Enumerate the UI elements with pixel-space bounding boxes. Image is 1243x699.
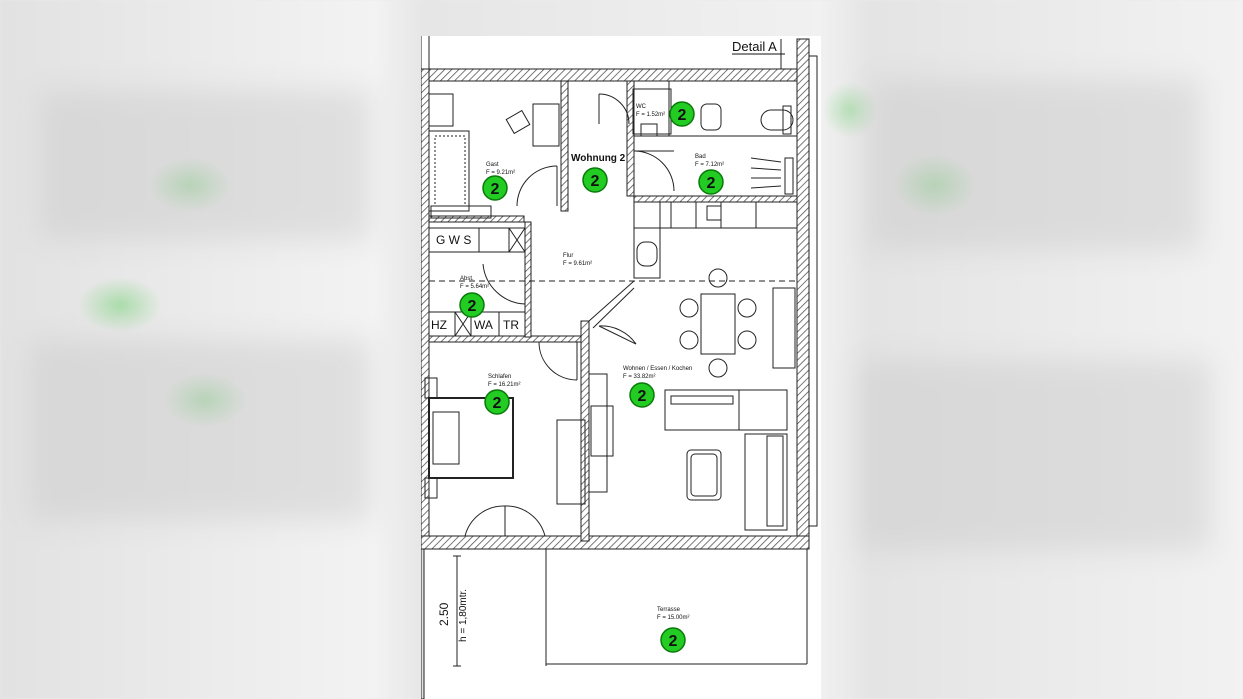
svg-text:2: 2 (638, 388, 647, 405)
marker-wohnen: 2 (629, 382, 655, 408)
utility-label-wa: WA (474, 318, 493, 332)
utility-label-gws: G W S (436, 233, 471, 247)
svg-text:2: 2 (493, 395, 502, 412)
room-area-bad: F = 7.12m² (695, 162, 724, 168)
room-area-abst: F = 5.64m² (460, 284, 489, 290)
room-name-bad: Bad (695, 154, 706, 160)
room-markers: 2 2 2 2 2 2 2 2 (459, 101, 724, 653)
marker-wohnung: 2 (582, 167, 608, 193)
apartment-label: Wohnung 2 (571, 153, 626, 164)
dining-set (679, 268, 796, 378)
dimension-height: h = 1,80mtr. (458, 589, 469, 642)
utility-label-tr: TR (503, 318, 519, 332)
room-area-gast: F = 9.21m² (486, 170, 515, 176)
room-area-wohnen: F = 33.82m² (623, 374, 656, 380)
room-area-wc: F = 1.52m² (636, 112, 665, 118)
room-area-terrasse: F = 15.00m² (657, 615, 690, 621)
interior-walls (428, 80, 798, 542)
marker-wc: 2 (669, 101, 695, 127)
marker-bad: 2 (698, 169, 724, 195)
room-area-flur: F = 9.61m² (563, 261, 592, 267)
svg-text:2: 2 (491, 181, 500, 198)
marker-schlafen: 2 (484, 389, 510, 415)
room-name-terrasse: Terrasse (657, 607, 681, 613)
gast-furniture (428, 93, 560, 219)
marker-terrasse: 2 (660, 627, 686, 653)
room-name-gast: Gast (486, 162, 499, 168)
floor-plan: Detail A Wohnung 2 WC F = 1.52m² Gast F … (421, 36, 821, 699)
living-furniture (588, 373, 788, 531)
marker-abst: 2 (459, 292, 485, 318)
room-name-schlafen: Schlafen (488, 374, 511, 380)
bedroom-furniture (424, 377, 586, 537)
utility-boxes (428, 227, 526, 337)
room-name-abst: Abst. (460, 276, 474, 282)
floor-plan-drawing: Detail A Wohnung 2 WC F = 1.52m² Gast F … (421, 36, 818, 699)
svg-text:2: 2 (468, 298, 477, 315)
room-name-flur: Flur (563, 253, 573, 259)
dimension-value: 2.50 (437, 602, 451, 626)
room-name-wc: WC (636, 104, 647, 110)
room-name-wohnen: Wohnen / Essen / Kochen (623, 366, 692, 372)
marker-gast: 2 (482, 175, 508, 201)
svg-text:2: 2 (591, 173, 600, 190)
svg-text:2: 2 (707, 175, 716, 192)
utility-label-hz: HZ (431, 318, 447, 332)
room-area-schlafen: F = 16.21m² (488, 382, 521, 388)
kitchen-counters (633, 201, 798, 279)
svg-text:2: 2 (669, 633, 678, 650)
exterior-walls (421, 38, 818, 550)
detail-label: Detail A (732, 39, 777, 54)
svg-text:2: 2 (678, 107, 687, 124)
terrace-outline (421, 548, 808, 699)
